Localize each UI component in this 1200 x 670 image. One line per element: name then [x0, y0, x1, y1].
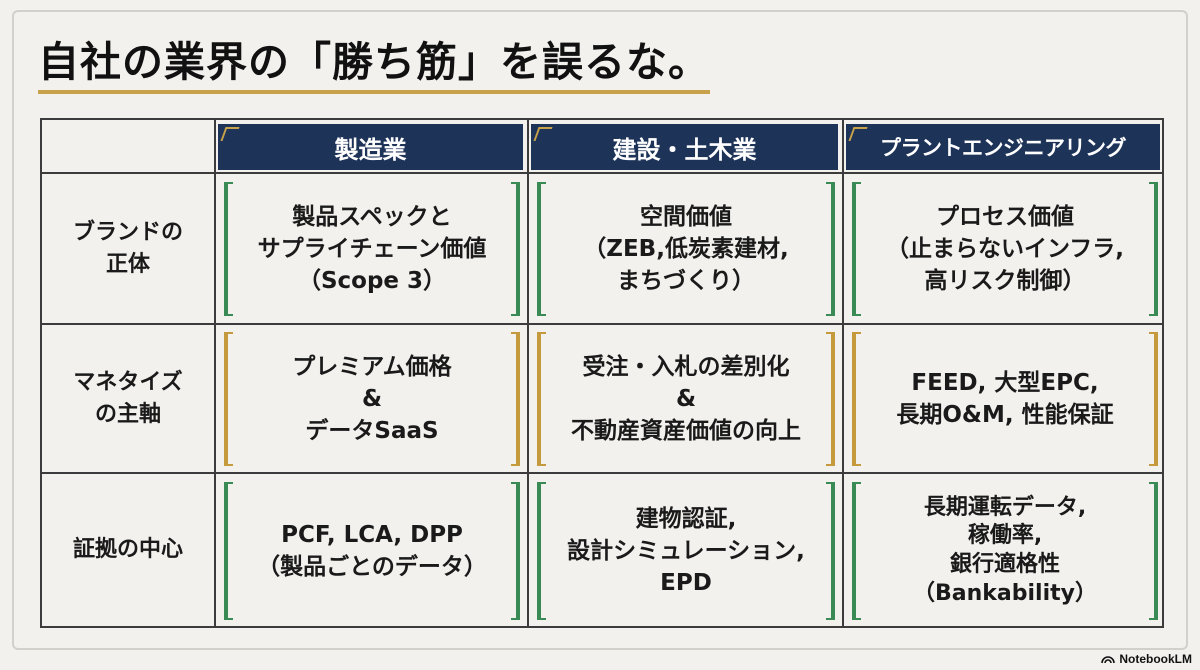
row-divider — [42, 172, 1162, 174]
cell-text-line: 長期O&M, 性能保証 — [896, 402, 1114, 428]
bracket-right — [1149, 482, 1158, 620]
cell-text-line: 空間価値 — [640, 203, 732, 230]
title-underline — [38, 90, 710, 94]
bracket-left — [852, 482, 861, 620]
cell-text-line: & — [675, 385, 697, 412]
cell-text-line: サプライチェーン価値 — [257, 235, 487, 262]
bracket-left — [224, 182, 233, 316]
bracket-left — [224, 482, 233, 620]
col-divider — [842, 120, 844, 626]
row-label-line: 証拠の中心 — [72, 537, 183, 563]
cell-monetize-construction: 受注・入札の差別化 & 不動産資産価値の向上 — [537, 332, 835, 466]
cell-monetize-plant: FEED, 大型EPC, 長期O&M, 性能保証 — [852, 332, 1158, 466]
bracket-right — [511, 182, 520, 316]
col-divider — [527, 120, 529, 626]
row-label-line: の主軸 — [94, 401, 161, 427]
col-divider — [214, 120, 216, 626]
cell-text-line: 稼働率, — [967, 523, 1043, 549]
cell-text-line: FEED, 大型EPC, — [911, 369, 1099, 396]
cell-text-line: 長期運転データ, — [923, 494, 1087, 520]
bracket-left — [852, 182, 861, 316]
cell-monetize-manufacturing: プレミアム価格 & データSaaS — [224, 332, 520, 466]
cell-text-line: （止まらないインフラ, — [885, 235, 1125, 262]
bracket-left — [224, 332, 233, 466]
cell-text-line: （製品ごとのデータ） — [257, 554, 487, 580]
row-label-line: マネタイズ — [73, 369, 183, 395]
row-label-line: ブランドの — [72, 219, 183, 245]
bracket-right — [1149, 332, 1158, 466]
cell-text-line: データSaaS — [305, 418, 439, 445]
cell-text-line: （Bankability） — [913, 580, 1097, 606]
row-divider — [42, 472, 1162, 474]
cell-text-line: 製品スペックと — [292, 203, 452, 230]
row-divider — [42, 323, 1162, 325]
row-label-monetize: マネタイズ の主軸 — [42, 325, 214, 472]
bracket-left — [537, 182, 546, 316]
column-header-construction: 建設・土木業 — [531, 124, 838, 170]
cell-text-line: 銀行適格性 — [949, 552, 1060, 577]
bracket-right — [1149, 182, 1158, 316]
cell-brand-construction: 空間価値 （ZEB,低炭素建材, まちづくり） — [537, 182, 835, 316]
cell-text-line: 不動産資産価値の向上 — [571, 418, 801, 445]
column-header-plant-engineering: プラントエンジニアリング — [846, 124, 1160, 170]
bracket-left — [852, 332, 861, 466]
slide-frame — [12, 10, 1188, 650]
cell-text-line: （Scope 3） — [297, 268, 447, 295]
brand-label: NotebookLM — [1119, 652, 1192, 666]
bracket-right — [826, 332, 835, 466]
cell-brand-manufacturing: 製品スペックと サプライチェーン価値 （Scope 3） — [224, 182, 520, 316]
cell-text-line: （ZEB,低炭素建材, — [583, 235, 789, 262]
comparison-table: 製造業 建設・土木業 プラントエンジニアリング ブランドの 正体 マネタイズ の… — [40, 118, 1164, 628]
row-label-brand: ブランドの 正体 — [42, 174, 214, 323]
cell-text-line: まちづくり） — [617, 268, 755, 295]
cell-text-line: 設計シミュレーション, — [567, 537, 805, 564]
column-header-manufacturing: 製造業 — [218, 124, 523, 170]
cell-text-line: 受注・入札の差別化 — [582, 353, 790, 380]
column-header-label: 製造業 — [334, 135, 407, 164]
cell-text-line: プロセス価値 — [936, 203, 1074, 230]
cell-evidence-plant: 長期運転データ, 稼働率, 銀行適格性 （Bankability） — [852, 482, 1158, 620]
column-header-label: 建設・土木業 — [612, 135, 757, 164]
cell-brand-plant: プロセス価値 （止まらないインフラ, 高リスク制御） — [852, 182, 1158, 316]
slide-title: 自社の業界の「勝ち筋」を誤るな。 — [38, 38, 710, 86]
column-header-label: プラントエンジニアリング — [880, 136, 1127, 160]
cell-text-line: プレミアム価格 — [292, 353, 452, 380]
cell-text-line: & — [361, 385, 383, 412]
bracket-left — [537, 332, 546, 466]
cell-text-line: 建物認証, — [635, 505, 737, 532]
bracket-right — [511, 332, 520, 466]
row-label-line: 正体 — [105, 251, 150, 277]
cell-text-line: EPD — [660, 570, 712, 597]
cell-text-line: PCF, LCA, DPP — [281, 521, 463, 548]
bracket-left — [537, 482, 546, 620]
cell-evidence-construction: 建物認証, 設計シミュレーション, EPD — [537, 482, 835, 620]
row-label-evidence: 証拠の中心 — [42, 474, 214, 626]
cell-text-line: 高リスク制御） — [924, 268, 1086, 295]
bracket-right — [826, 482, 835, 620]
bracket-right — [826, 182, 835, 316]
bracket-right — [511, 482, 520, 620]
cell-evidence-manufacturing: PCF, LCA, DPP （製品ごとのデータ） — [224, 482, 520, 620]
notebooklm-logo-icon — [1101, 656, 1116, 664]
notebooklm-watermark: NotebookLM — [1101, 652, 1192, 666]
